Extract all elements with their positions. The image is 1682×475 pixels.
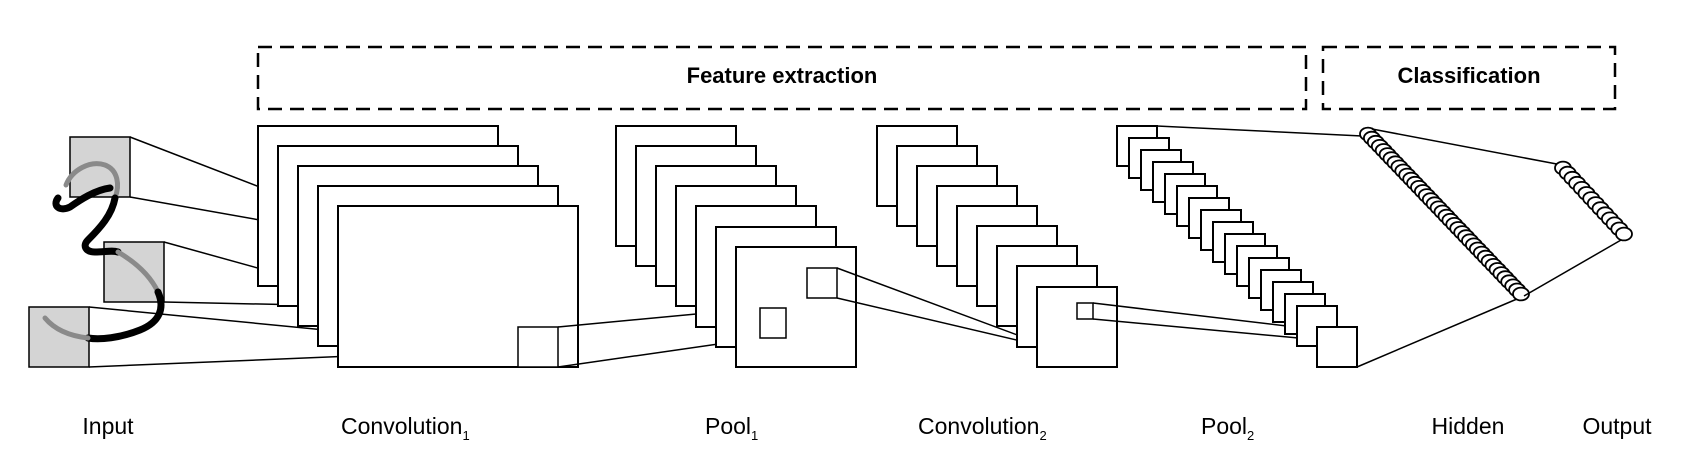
conv2-feature-maps — [876, 125, 1118, 368]
hidden-layer-neurons — [1359, 126, 1530, 302]
feature-extraction-label: Feature extraction — [687, 63, 878, 88]
input-image — [28, 136, 165, 368]
stage-label-pool1: Pool1 — [705, 413, 758, 443]
stage-label-conv1: Convolution1 — [341, 413, 470, 443]
classification-section: Classification — [1321, 45, 1617, 111]
conv1-feature-maps — [257, 125, 579, 368]
pool2-to-hidden-lines — [1156, 125, 1525, 368]
output-neuron — [1615, 226, 1633, 242]
stage-label-conv2: Convolution2 — [918, 413, 1047, 443]
conv1-receptive-box — [517, 326, 559, 368]
conv2-to-pool2-lines — [1092, 302, 1321, 341]
stage-label-pool2: Pool2 — [1201, 413, 1254, 443]
pool1-feature-maps — [615, 125, 857, 368]
conv2-receptive-box — [1076, 302, 1094, 320]
handwritten-digit-3-icon — [42, 161, 165, 343]
stage-label-output: Output — [1582, 413, 1652, 439]
stage-label-hidden: Hidden — [1432, 413, 1505, 439]
classification-label: Classification — [1397, 63, 1540, 88]
feature-extraction-section: Feature extraction — [256, 45, 1308, 111]
output-layer-neurons — [1554, 160, 1633, 242]
pool2-feature-maps — [1116, 125, 1358, 368]
hidden-to-output-lines — [1371, 128, 1629, 297]
hidden-neuron — [1512, 286, 1530, 302]
pool1-receptive-box — [806, 267, 838, 299]
stage-label-input: Input — [82, 413, 134, 439]
pool1-pooled-box — [759, 307, 787, 339]
